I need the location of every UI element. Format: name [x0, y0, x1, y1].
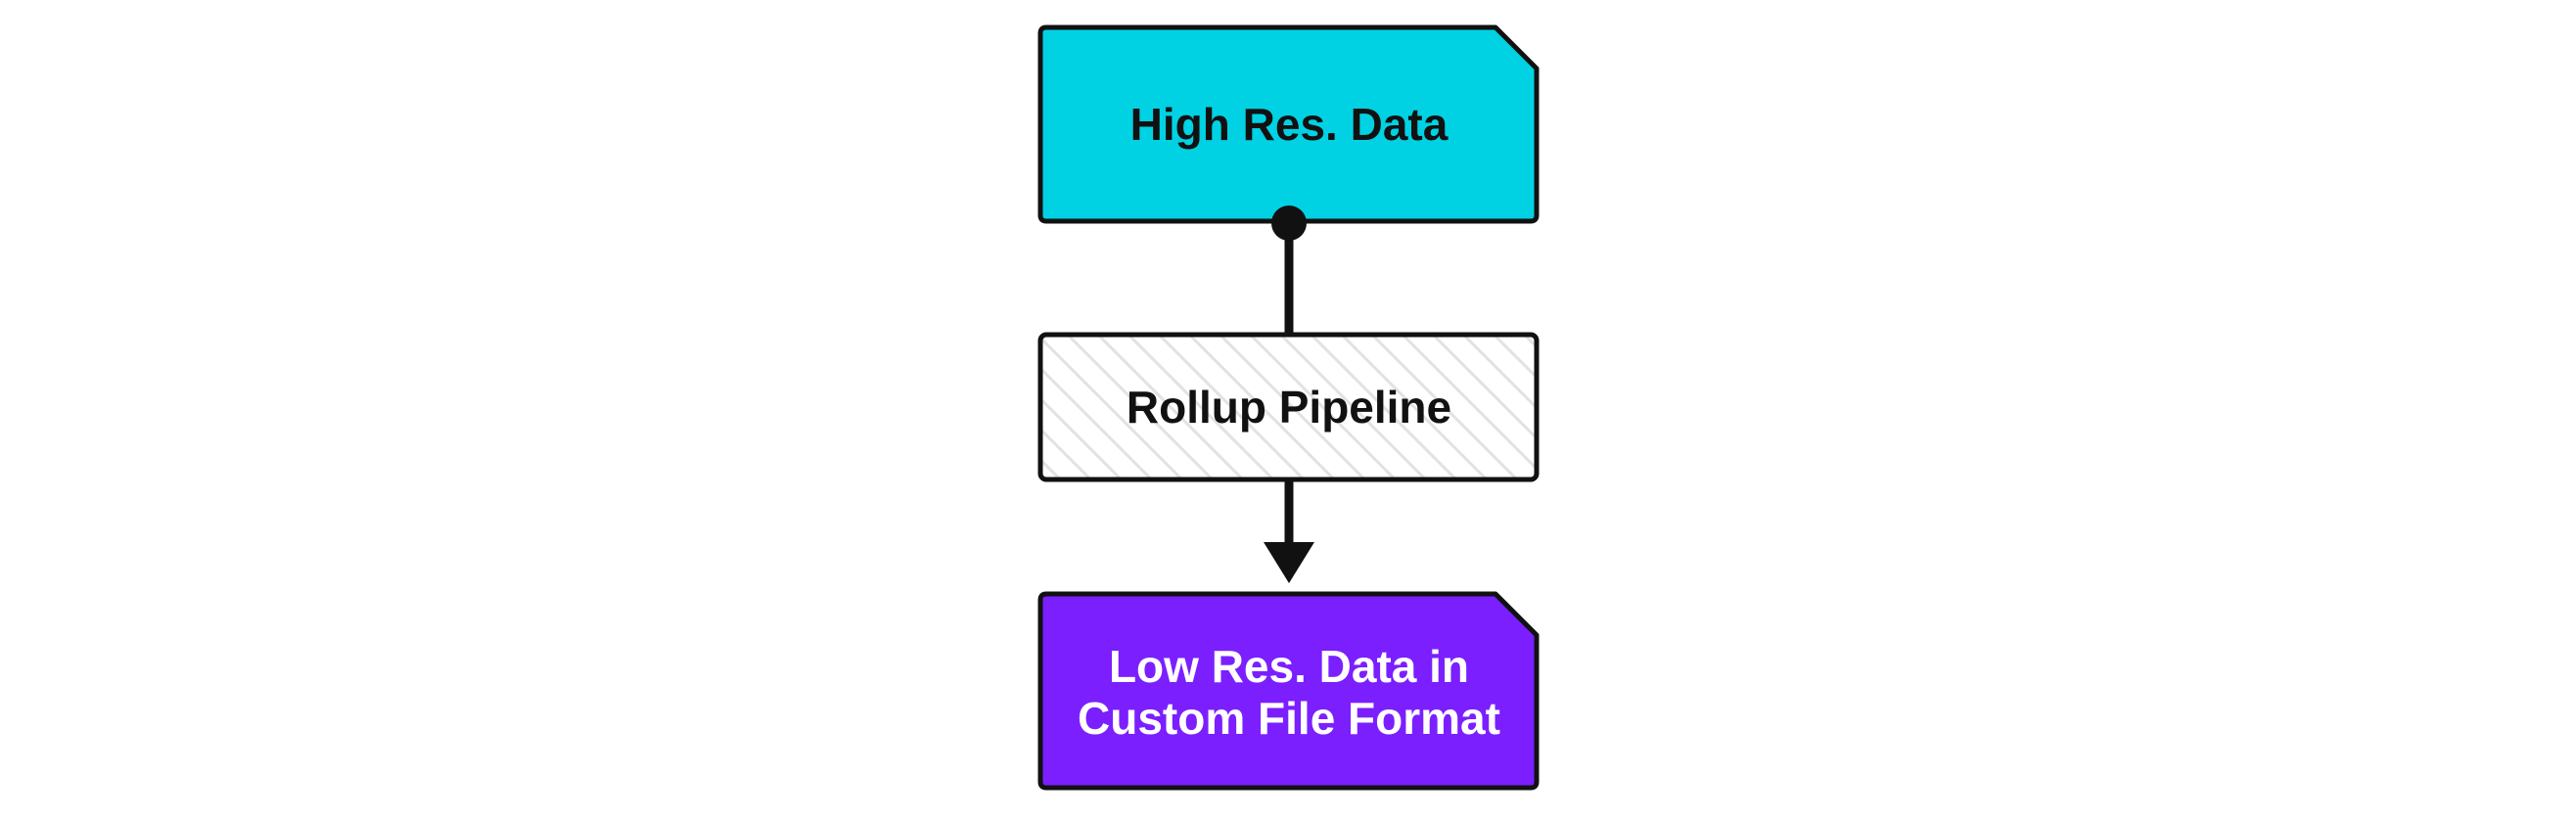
node-high-res-data[interactable]: High Res. Data [1037, 24, 1540, 224]
document-shape [1037, 591, 1540, 791]
connector-rollup-to-lowres [1264, 481, 1314, 583]
node-label-line-2: Custom File Format [1078, 693, 1500, 744]
process-shape [1037, 332, 1540, 482]
node-rollup-pipeline[interactable]: Rollup Pipeline [1037, 332, 1540, 482]
node-label: Rollup Pipeline [1127, 382, 1451, 433]
arrowhead-icon [1264, 542, 1314, 583]
node-label: High Res. Data [1130, 99, 1449, 150]
node-low-res-data[interactable]: Low Res. Data in Custom File Format [1037, 591, 1540, 791]
document-shape [1037, 24, 1540, 224]
node-label-line-1: Low Res. Data in [1109, 641, 1469, 692]
connector-start-dot-icon [1271, 205, 1307, 241]
